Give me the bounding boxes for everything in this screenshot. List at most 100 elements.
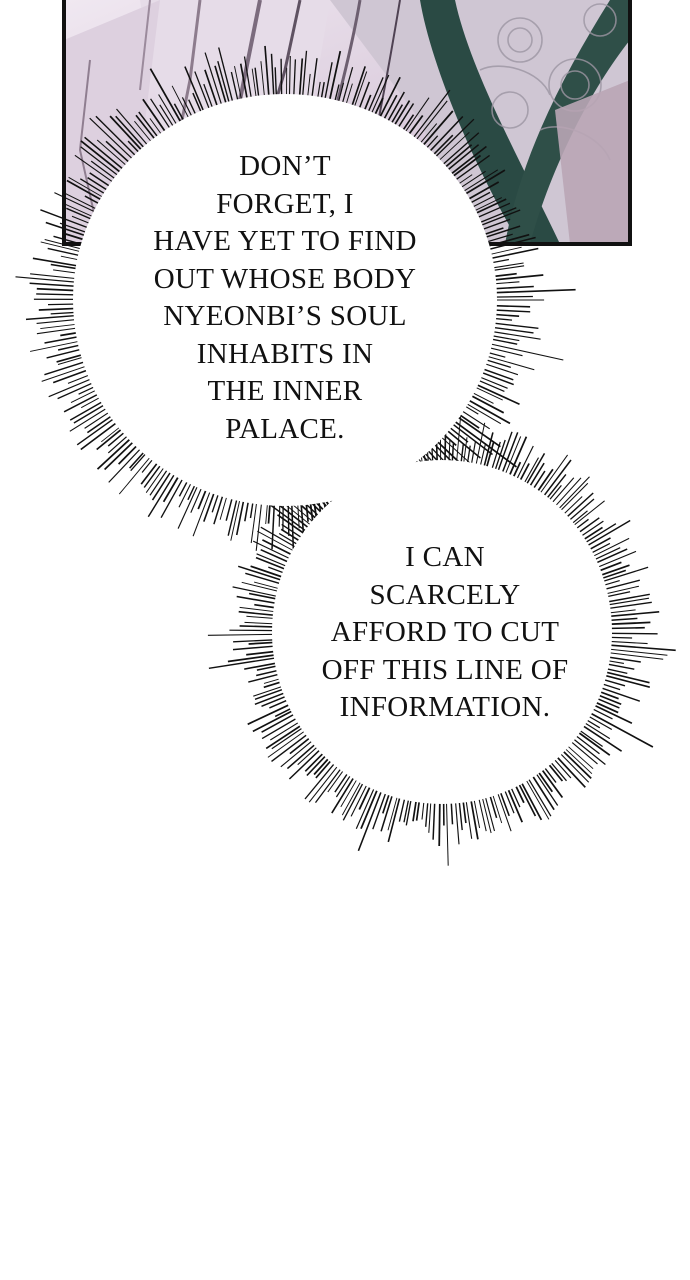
spike-line [352,71,368,112]
spike-line [108,445,145,483]
spike-line [48,376,96,398]
spike-line [600,579,640,591]
spike-line [480,361,519,376]
bubble-1-line: OUT WHOSE BODY [153,262,417,295]
spike-line [301,50,308,101]
bubble-2-line: I CAN [405,541,485,573]
spike-line [603,593,650,604]
speech-bubble-1 [73,94,497,506]
spike-line [260,526,301,551]
spike-line [237,565,287,583]
spike-line [227,653,280,663]
spike-line [605,640,648,645]
spike-line [583,519,631,549]
spike-line [255,556,290,572]
spike-line [438,132,480,169]
spike-line [565,498,595,524]
spike-line [604,651,664,660]
spike-line [80,146,122,179]
spike-line [96,435,135,470]
spike-line [483,792,496,832]
spike-line [523,453,546,489]
spike-line [44,359,89,376]
spike-line [432,797,436,840]
spike-line [248,672,284,683]
spike-line [384,91,405,126]
spike-line [485,246,522,256]
spike-line [52,367,92,384]
spike-line [66,179,106,203]
spike-line [605,621,651,626]
spike-line [473,202,511,220]
spike-line [426,115,464,156]
spike-line [589,702,633,725]
spike-line [350,780,370,817]
spike-line [360,784,380,830]
spike-line [605,611,660,618]
spike-line [495,431,513,476]
spike-line [455,416,462,467]
spike-line [559,747,592,780]
bubble-1-line: NYEONBI’S SOUL [163,300,407,332]
bubble-2-text: I CAN SCARCELY AFFORD TO CUT OFF THIS LI… [300,539,590,727]
spike-line [488,330,541,340]
spike-line [563,742,594,770]
spike-line [486,342,564,361]
spike-line [257,530,298,554]
spike-line [443,144,480,174]
spike-line [477,370,514,386]
spike-line [30,273,81,280]
spike-line [435,131,470,164]
spike-line [561,745,593,775]
spike-line [69,405,111,432]
spike-line [233,639,279,643]
spike-line [255,498,263,551]
spike-line [486,247,539,261]
spike-line [80,140,125,176]
spike-line [63,391,103,413]
spike-line [45,221,90,238]
spike-line [230,495,242,541]
spike-line [204,69,220,111]
spike-line [562,492,594,521]
bubble-1-line: HAVE YET TO FIND [153,225,417,257]
spike-line [323,62,333,104]
spike-line [505,784,524,823]
spike-line [460,169,506,198]
spike-line [437,433,472,465]
spike-line [605,632,658,635]
spike-line [604,655,641,663]
spike-line [450,417,518,468]
spike-line [271,731,312,762]
spike-line [262,539,297,558]
spike-line [372,788,388,830]
spike-line [192,486,213,537]
spike-line [523,775,550,820]
spike-line [419,110,454,150]
spike-line [184,66,207,116]
spike-line [495,788,512,832]
spike-line [15,276,80,284]
spike-line [280,58,283,101]
spike-line [365,77,384,117]
spike-line [537,454,569,498]
bubble-fills [73,94,612,804]
spike-line [250,498,258,544]
spike-line [314,764,345,803]
spike-line [489,274,544,282]
spike-line [254,690,290,705]
spike-line [204,52,224,110]
spike-line [298,58,304,101]
spike-line [239,625,279,628]
spike-line [304,759,338,800]
spike-line [44,239,86,251]
spike-line [283,502,315,529]
spike-line [74,154,117,186]
spike-line [409,89,451,142]
spike-line [288,746,324,780]
spike-line [171,85,192,123]
spike-line [601,670,650,684]
spike-line [239,63,249,104]
spike-line [464,397,511,425]
spike-line [538,765,564,799]
